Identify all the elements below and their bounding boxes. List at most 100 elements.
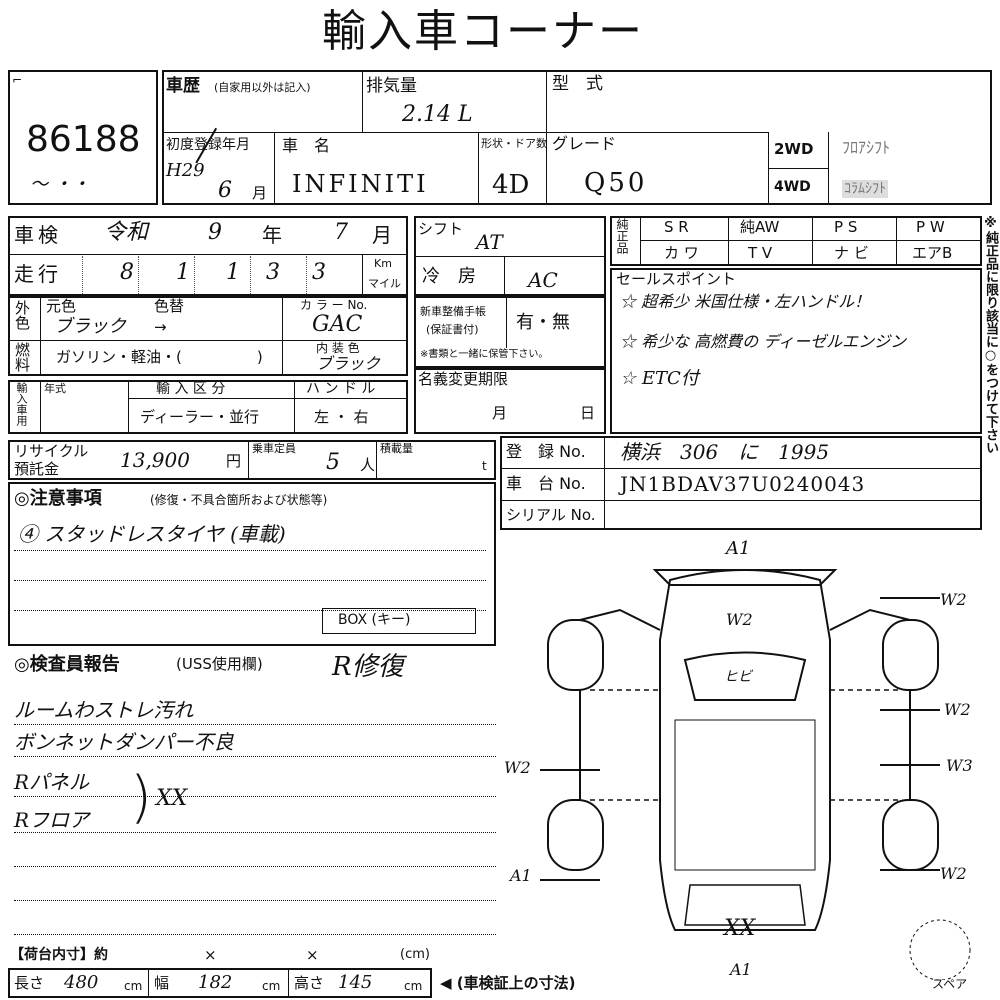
equip-navi[interactable]: ナ ビ [834,244,869,262]
mileage-label: 走行 [14,262,62,286]
history-label: 車歴 [166,76,200,96]
load-label: 積載量 [380,442,413,455]
cargo-label: 【荷台内寸】約 [10,947,108,963]
mileage-digit-2: 1 [176,260,190,285]
mark-right-2: W2 [944,700,971,719]
equipment-box [610,216,982,266]
name-change-label: 名義変更期限 [418,370,509,388]
inspector-line-1: ルームわストレ汚れ [14,698,194,722]
notes-label: ◎注意事項 [14,488,102,509]
width-label: 幅 [154,974,170,992]
mileage-digit-1: 8 [120,260,134,285]
equip-airbag[interactable]: エアB [912,244,953,262]
mark-rear-left: A1 [510,866,532,885]
lot-number: 86188 [26,119,141,160]
car-name-label: 車 名 [282,136,331,155]
chassis-label: 車 台 No. [506,474,586,493]
drive-2wd: 2WD [774,140,814,158]
side-note: ※純正品に限り該当に○をつけて下さい [983,216,998,454]
grade-value: Q50 [584,168,648,198]
ac-value: AC [528,268,558,292]
handle-value: 左 ・ 右 [314,408,369,426]
page-title: 輸入車コーナー [322,6,644,57]
recycle-unit: 円 [226,452,242,470]
body-doors-value: 4D [492,170,530,200]
lot-mark: 〜 ・・ [30,174,90,195]
fuel-side: 燃料 [13,342,31,372]
height-unit: cm [404,979,423,993]
model-code-label: 型 式 [552,74,603,94]
cargo-unit: (cm) [400,947,430,962]
inspector-bracket-mark: XX [156,786,188,811]
name-change-day: 日 [580,404,596,422]
color-fuel-box [8,296,408,376]
sales-point-1: ☆ 超希少 米国仕様・左ハンドル！ [620,292,871,311]
spare-label: スペア [932,977,968,991]
capacity-value: 5 [326,450,340,475]
fuel-text: ガソリン・軽油・( ) [56,348,263,366]
service-book-box [414,296,606,368]
inspector-line-2: ボンネットダンパー不良 [14,730,234,754]
equip-sr[interactable]: S R [664,218,689,236]
width-value: 182 [198,972,233,993]
lot-number-box: ⌐ 86188 〜 ・・ [8,70,158,205]
exterior-color-arrow: → [154,318,167,336]
service-book-note: ※書類と一緒に保管下さい。 [420,349,549,360]
length-unit: cm [124,979,143,993]
interior-color-value: ブラック [316,354,381,373]
sales-points-label: セールスポイント [616,270,737,288]
equip-ps[interactable]: P S [834,218,858,236]
import-year-label: 年式 [44,382,66,395]
registration-value: 横浜 306 に 1995 [620,440,830,464]
registration-box [500,436,982,530]
inspection-month-unit: 月 [372,223,392,247]
sales-point-3: ☆ ETC付 [620,368,699,389]
mark-windshield: ヒビ [724,669,752,685]
height-value: 145 [338,972,373,993]
box-key-label: BOX (キー) [338,612,411,628]
recycle-value: 13,900 [120,448,190,472]
equip-kawa[interactable]: カ ワ [664,244,699,262]
capacity-unit: 人 [360,456,376,474]
import-category-value: ディーラー・並行 [140,408,259,426]
notes-box [8,482,496,646]
height-label: 高さ [294,974,325,992]
displacement-label: 排気量 [366,76,417,96]
load-unit: t [482,459,487,473]
mark-left: W2 [504,758,531,777]
inspection-label: 車検 [14,223,62,247]
first-reg-month: 6 [218,178,232,203]
inspection-mileage-box [8,216,408,296]
shift-label: シフト [418,220,464,238]
recycle-label-2: 預託金 [14,460,60,478]
displacement-value: 2.14 L [402,102,473,127]
import-side: 輸入車用 [15,382,28,426]
exterior-color-repaint-label: 色替 [154,297,185,315]
box-key [322,608,476,634]
length-label: 長さ [14,974,45,992]
body-doors-label: 形状・ドア数 [481,137,547,150]
mileage-digit-3: 1 [226,260,240,285]
sales-points-box [610,268,982,434]
service-book-value[interactable]: 有・無 [516,312,570,333]
inspector-label: ◎検査員報告 [14,654,120,675]
cargo-x2: × [306,946,319,964]
first-reg-month-unit: 月 [252,184,268,202]
mileage-unit-km: Km [374,257,392,270]
ac-label: 冷 房 [422,266,476,287]
inspection-month: 7 [334,220,348,245]
import-category-label: 輸 入 区 分 [156,381,226,397]
equip-aw[interactable]: 純AW [740,218,780,236]
header-grid [162,70,992,205]
service-book-label-2: (保証書付) [426,323,479,336]
exterior-color-side: 外色 [13,300,31,330]
serial-label: シリアル No. [506,506,596,524]
first-reg-label: 初度登録年月 [166,137,250,153]
inspector-stamp: R修復 [332,652,404,682]
equip-tv[interactable]: T V [748,244,773,262]
notes-sub: (修復・不具合箇所および状態等) [150,493,328,507]
equip-pw[interactable]: P W [916,218,945,236]
drive-4wd: 4WD [774,179,811,195]
sales-point-2: ☆ 希少な 高燃費の ディーゼルエンジン [620,332,907,351]
inspector-sub: (USS使用欄) [176,655,263,673]
